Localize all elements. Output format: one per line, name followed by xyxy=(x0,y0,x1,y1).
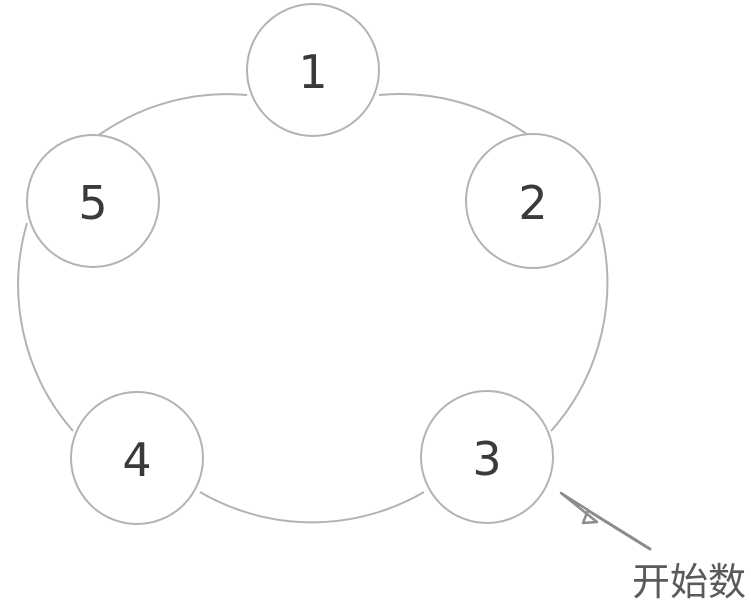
node-1-circle[interactable] xyxy=(246,3,380,137)
ring-edges xyxy=(17,93,609,524)
node-5-label: 5 xyxy=(78,176,107,230)
node-5-circle[interactable] xyxy=(26,134,160,268)
node-3[interactable]: 3 xyxy=(420,390,554,524)
ring-nodes: 1 2 3 4 5 xyxy=(26,3,601,525)
edge-2-3 xyxy=(550,222,609,432)
arrow-shaft-line xyxy=(582,506,652,551)
node-4[interactable]: 4 xyxy=(70,391,204,525)
node-5[interactable]: 5 xyxy=(26,134,160,268)
node-1-label: 1 xyxy=(298,45,327,99)
node-4-circle[interactable] xyxy=(70,391,204,525)
edge-3-4 xyxy=(199,491,425,524)
node-1[interactable]: 1 xyxy=(246,3,380,137)
edge-4-5 xyxy=(17,222,74,432)
edge-1-2 xyxy=(378,93,529,136)
annotation-label: 开始数 xyxy=(632,560,746,603)
edge-5-1 xyxy=(98,93,248,136)
arrow-head-icon xyxy=(559,491,599,525)
node-3-label: 3 xyxy=(472,432,501,486)
node-2-circle[interactable] xyxy=(465,133,601,269)
node-2[interactable]: 2 xyxy=(465,133,601,269)
node-2-label: 2 xyxy=(518,176,547,230)
node-4-label: 4 xyxy=(122,433,151,487)
node-3-circle[interactable] xyxy=(420,390,554,524)
annotation-arrow xyxy=(559,491,652,551)
